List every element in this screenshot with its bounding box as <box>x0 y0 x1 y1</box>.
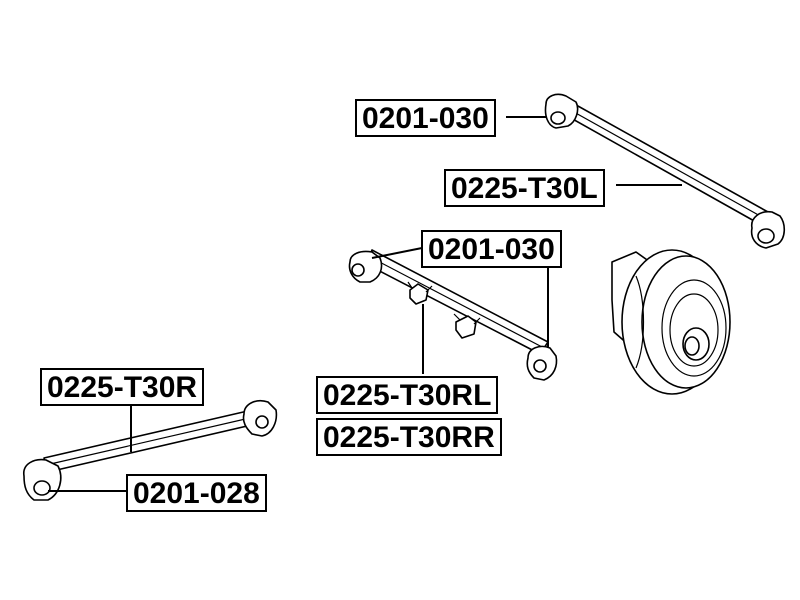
part-label-0201-028: 0201-028 <box>126 474 267 512</box>
leader-lines <box>48 116 682 492</box>
part-label-0201-030-middle: 0201-030 <box>421 230 562 268</box>
lower-left-arm-bushing-eye <box>23 458 62 501</box>
part-label-0225-t30rl: 0225-T30RL <box>316 376 499 414</box>
leader-middle-bushing-left <box>371 247 423 259</box>
lower-left-control-arm <box>23 399 278 501</box>
part-label-0201-030-upper: 0201-030 <box>355 99 496 137</box>
upper-right-arm-bushing-hole <box>550 111 566 125</box>
middle-arm-adjuster-bracket <box>409 283 429 305</box>
lower-left-arm-bushing-hole <box>33 480 51 496</box>
brake-disc-hub-assembly <box>611 249 731 395</box>
upper-right-control-arm <box>544 93 786 249</box>
brake-disc-face <box>641 255 731 389</box>
middle-arm-mount-bracket <box>455 315 477 339</box>
middle-control-arm <box>348 249 558 381</box>
part-label-0225-t30rr: 0225-T30RR <box>316 418 502 456</box>
part-label-0225-t30r: 0225-T30R <box>40 368 205 406</box>
part-label-0225-t30l: 0225-T30L <box>444 169 605 207</box>
